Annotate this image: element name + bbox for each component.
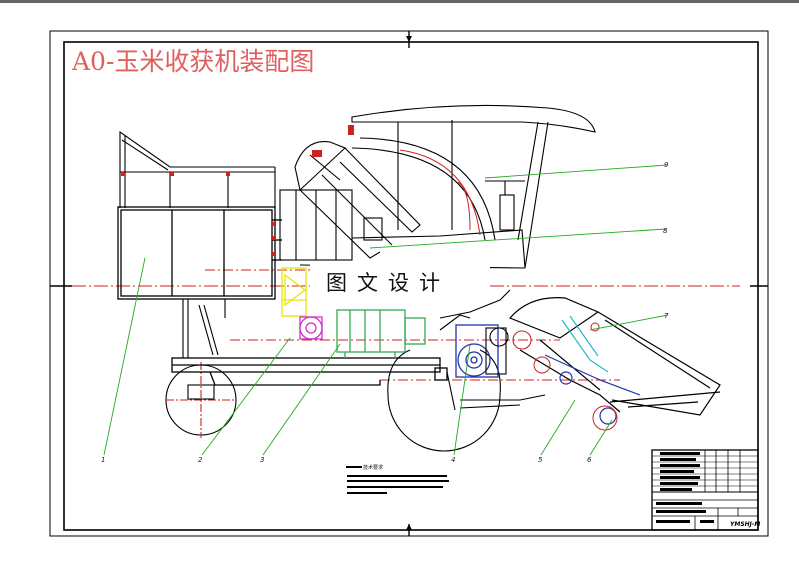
front-wheel: [387, 349, 501, 452]
bin-supports: [182, 299, 226, 358]
callout-7: 7: [664, 312, 669, 320]
grain-bin: [117, 206, 282, 300]
drawing-number: YMSHJ-M: [730, 521, 760, 528]
pulley-assembly: [299, 316, 323, 340]
note-line-3: [347, 486, 443, 488]
centering-ticks: [406, 36, 412, 530]
technical-notes: 技术要求: [346, 464, 449, 494]
top-rule: [0, 0, 799, 3]
rear-wheel: [165, 362, 237, 438]
gearbox: [455, 324, 499, 378]
elevator: [294, 140, 421, 259]
title-block-rows: [652, 455, 758, 487]
header-red: [533, 322, 618, 431]
title-block-fill: [656, 452, 714, 523]
center-body: [279, 189, 353, 261]
motor: [336, 309, 426, 358]
yellow-assembly: [281, 267, 307, 317]
watermark-bg: [310, 262, 490, 300]
callout-2: 2: [198, 456, 203, 464]
grain-bin-cage: [119, 130, 276, 208]
cab-red: [399, 149, 481, 236]
watermark-text: 图文设计: [326, 271, 450, 295]
leader-lines: [103, 164, 669, 456]
front-support: [446, 371, 546, 411]
header-hydraulic: [544, 354, 641, 425]
chassis-frame: [171, 357, 448, 386]
header-cyan: [561, 315, 609, 373]
callout-1: 1: [101, 456, 105, 464]
bin-red-marks: [121, 172, 276, 256]
elevator-red: [312, 125, 354, 157]
callout-4: 4: [451, 456, 455, 464]
callout-6: 6: [587, 456, 592, 464]
note-line-1: [347, 475, 447, 477]
cab: [299, 104, 596, 269]
callout-8: 8: [663, 227, 668, 235]
drawing-title: A0-玉米收获机装配图: [71, 47, 314, 76]
title-block: [651, 449, 759, 531]
notes-heading: 技术要求: [363, 464, 383, 471]
callout-9: 9: [664, 161, 669, 169]
drive-parts: [439, 289, 532, 375]
callout-3: 3: [260, 456, 264, 464]
note-line-4: [347, 492, 387, 494]
notes-heading-bar: [346, 466, 362, 468]
callout-5: 5: [538, 456, 543, 464]
header-arm: [508, 297, 721, 416]
note-line-2: [347, 480, 449, 482]
